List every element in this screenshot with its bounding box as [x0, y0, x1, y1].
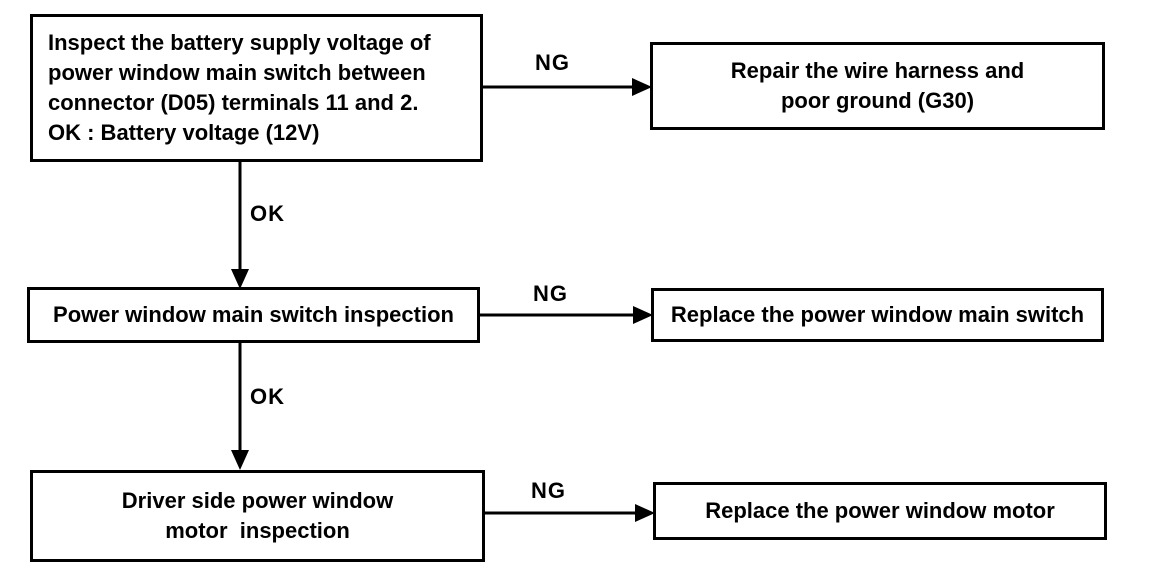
arrow-ng-2 — [480, 306, 653, 324]
edge-label-ok-2: OK — [250, 384, 285, 409]
flow-box-repair-3-text: Replace the power window motor — [705, 498, 1055, 523]
flow-box-step-2-text: Power window main switch inspection — [53, 302, 454, 327]
edge-label-ng-3: NG — [531, 478, 566, 503]
flow-box-step-1: Inspect the battery supply voltage of po… — [30, 14, 483, 162]
flow-box-repair-1-text: Repair the wire harness and poor ground … — [730, 58, 1025, 113]
arrow-ng-3 — [485, 504, 655, 522]
flow-box-step-3-text: Driver side power window motor inspectio… — [121, 488, 394, 543]
flow-box-repair-2: Replace the power window main switch — [651, 288, 1104, 342]
edge-label-ng-2: NG — [533, 281, 568, 306]
flow-box-step-1-text: Inspect the battery supply voltage of po… — [48, 30, 431, 145]
arrow-ng-1 — [483, 78, 652, 96]
flow-box-repair-2-text: Replace the power window main switch — [670, 302, 1085, 327]
edge-label-ng-1: NG — [535, 50, 570, 75]
arrow-ok-1 — [231, 162, 249, 289]
flow-box-step-3: Driver side power window motor inspectio… — [30, 470, 485, 562]
flow-box-repair-1: Repair the wire harness and poor ground … — [650, 42, 1105, 130]
flow-box-step-2: Power window main switch inspection — [27, 287, 480, 343]
arrow-ok-2 — [231, 343, 249, 470]
flow-box-repair-3: Replace the power window motor — [653, 482, 1107, 540]
edge-label-ok-1: OK — [250, 201, 285, 226]
